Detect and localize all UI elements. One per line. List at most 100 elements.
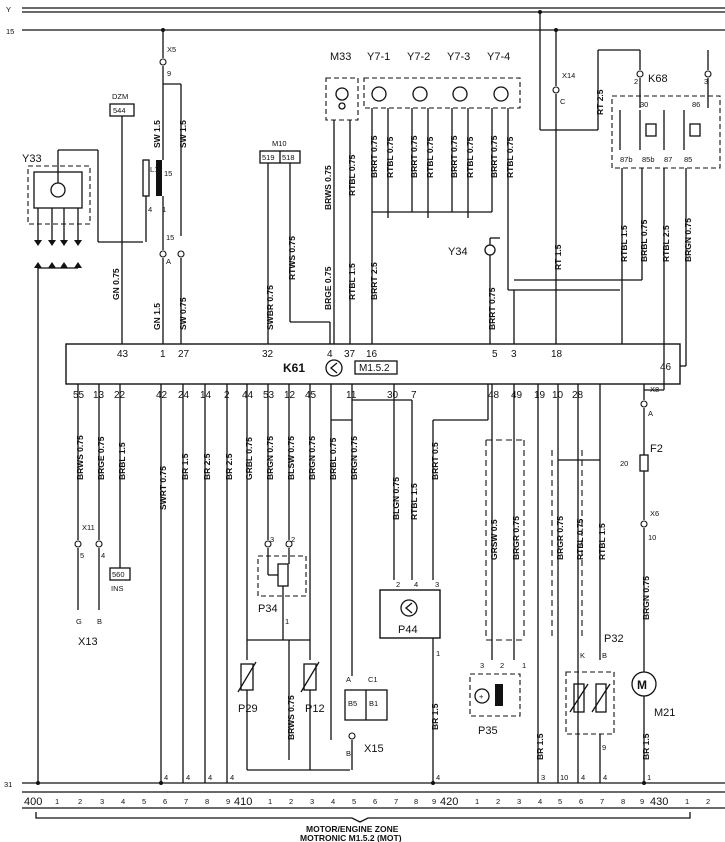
wire-label: BRRT 0.5: [430, 442, 440, 480]
wire-label: BLSW 0.75: [286, 436, 296, 480]
wire-label: RTBL 0.75: [347, 154, 357, 196]
ground-pin: 1: [647, 773, 651, 782]
ecu-pin: 7: [411, 390, 417, 401]
conn-pin: 9: [602, 743, 606, 752]
k68-pin: 3: [704, 77, 708, 86]
ecu-pin: 24: [178, 390, 190, 401]
scale-minor: 2: [496, 797, 500, 806]
y7-3-label: Y7-3: [447, 51, 470, 63]
wire-label: BRWS 0.75: [75, 435, 85, 480]
wire-label: SWBR 0.75: [265, 285, 275, 330]
wire-label: BRWS 0.75: [286, 695, 296, 740]
m10-code-a: 519: [262, 153, 275, 162]
scale-minor: 1: [55, 797, 59, 806]
conn-pin: 1: [436, 649, 440, 658]
ground-pin-numbers: 4 4 4 4 4 3 10 4 4 1: [36, 773, 651, 785]
y7-1-label: Y7-1: [367, 51, 390, 63]
wire-label: RTBL 0.75: [425, 136, 435, 178]
ecu-pin: 44: [242, 390, 254, 401]
ecu-pin: 49: [511, 390, 523, 401]
ground-pin: 4: [186, 773, 190, 782]
ecu-pin: 53: [263, 390, 275, 401]
ground-pin: 10: [560, 773, 568, 782]
wire-label: BRGN 0.75: [641, 576, 651, 620]
x14-ref: 15: [166, 233, 174, 242]
scale-minor: 5: [352, 797, 356, 806]
wire-label: RTBL 1.5: [619, 225, 629, 262]
wire-label: BRBL 0.75: [328, 437, 338, 480]
ecu-pin: 42: [156, 390, 168, 401]
x15-label: X15: [364, 743, 384, 755]
ecu-pin: 55: [73, 390, 85, 401]
k68-pin: 2: [634, 77, 638, 86]
component-y34: Y34 BRRT 0.75: [448, 237, 515, 344]
scale-minor: 1: [268, 797, 272, 806]
ecu-pin: 14: [200, 390, 212, 401]
scale-minor: 2: [289, 797, 293, 806]
sensor-p44: BLGN 0.75 RTBL 1.5 BRRT 0.5 2 4 3 P44 1 …: [379, 384, 489, 783]
conn-pin: 5: [80, 551, 84, 560]
wire-label: BR 2.5: [224, 453, 234, 480]
x15-pin: B1: [369, 699, 378, 708]
ground-lines-left: SWRT 0.75 BR 1.5 BR 2.5 BR 2.5: [158, 384, 234, 783]
scale-major: 420: [440, 796, 458, 808]
motor-m21: X8 A F2 20 X6 10 BRGN 0.75 M M21 BR 1.5: [620, 384, 675, 783]
wire-label: BRRT 0.75: [409, 135, 419, 178]
p29-label: P29: [238, 703, 258, 715]
ecu-pin: 12: [284, 390, 296, 401]
conn-pin: A: [346, 675, 351, 684]
conn-pin: 4: [148, 205, 152, 214]
scale-minor: 3: [100, 797, 104, 806]
l1-label: L1: [150, 165, 158, 174]
wire-label: BR 1.5: [430, 703, 440, 730]
conn-pin: 3: [270, 535, 274, 544]
conn-pin: 1: [522, 661, 526, 670]
ecu-pin: 37: [344, 349, 356, 360]
wire-label: GN 0.75: [111, 268, 121, 300]
p34-label: P34: [258, 603, 278, 615]
m21-symbol: M: [637, 678, 647, 692]
wire-label: RTBL 0.75: [575, 518, 585, 560]
wire-label: BRWS 0.75: [323, 165, 333, 210]
zone-label: MOTOR/ENGINE ZONE: [306, 824, 399, 834]
x15-pin: B5: [348, 699, 357, 708]
conn-pin: 9: [167, 69, 171, 78]
conn-pin: 1: [285, 617, 289, 626]
scale-major: 400: [24, 796, 42, 808]
wire-label: BR 2.5: [202, 453, 212, 480]
wire-label: SWRT 0.75: [158, 466, 168, 510]
x6-label: X6: [650, 509, 659, 518]
p44-label: P44: [398, 624, 418, 636]
scale-minor: 6: [373, 797, 377, 806]
p12-label: P12: [305, 703, 325, 715]
scale-minor: 1: [685, 797, 689, 806]
wire-label: BRRT 0.75: [487, 287, 497, 330]
wire-label: RT 1.5: [553, 244, 563, 270]
wire-label: GN 1.5: [152, 303, 162, 330]
ecu-k61: K61 M1.5.2: [65, 343, 681, 385]
scale-minor: 7: [600, 797, 604, 806]
conn-pin: 4: [414, 580, 418, 589]
code-560: 560: [112, 570, 125, 579]
conn-pin: C: [560, 97, 566, 106]
wire-label: GRSW 0.5: [489, 519, 499, 560]
sensor-p35: GRSW 0.5 BRGR 0.75 3 2 1 + P35 BR 1.5: [469, 384, 545, 783]
p35-symbol: +: [479, 692, 484, 701]
m33-label: M33: [330, 51, 351, 63]
scale-minor: 4: [121, 797, 125, 806]
wire-label: BR 1.5: [180, 453, 190, 480]
wire-label: BRGR 0.75: [511, 516, 521, 560]
scale-minor: 7: [394, 797, 398, 806]
power-rails: Y 15 31: [4, 5, 725, 789]
m10-label: M10: [272, 139, 287, 148]
x14-label: X14: [562, 71, 575, 80]
wire-label: BR 1.5: [535, 733, 545, 760]
ecu-pin: 19: [534, 390, 546, 401]
ecu-pin: 46: [660, 362, 672, 373]
dzm-code: 544: [113, 106, 126, 115]
x11-label: X11: [82, 523, 95, 532]
y7-4-label: Y7-4: [487, 51, 510, 63]
conn-pin: 10: [648, 533, 656, 542]
scale-minor: 5: [142, 797, 146, 806]
